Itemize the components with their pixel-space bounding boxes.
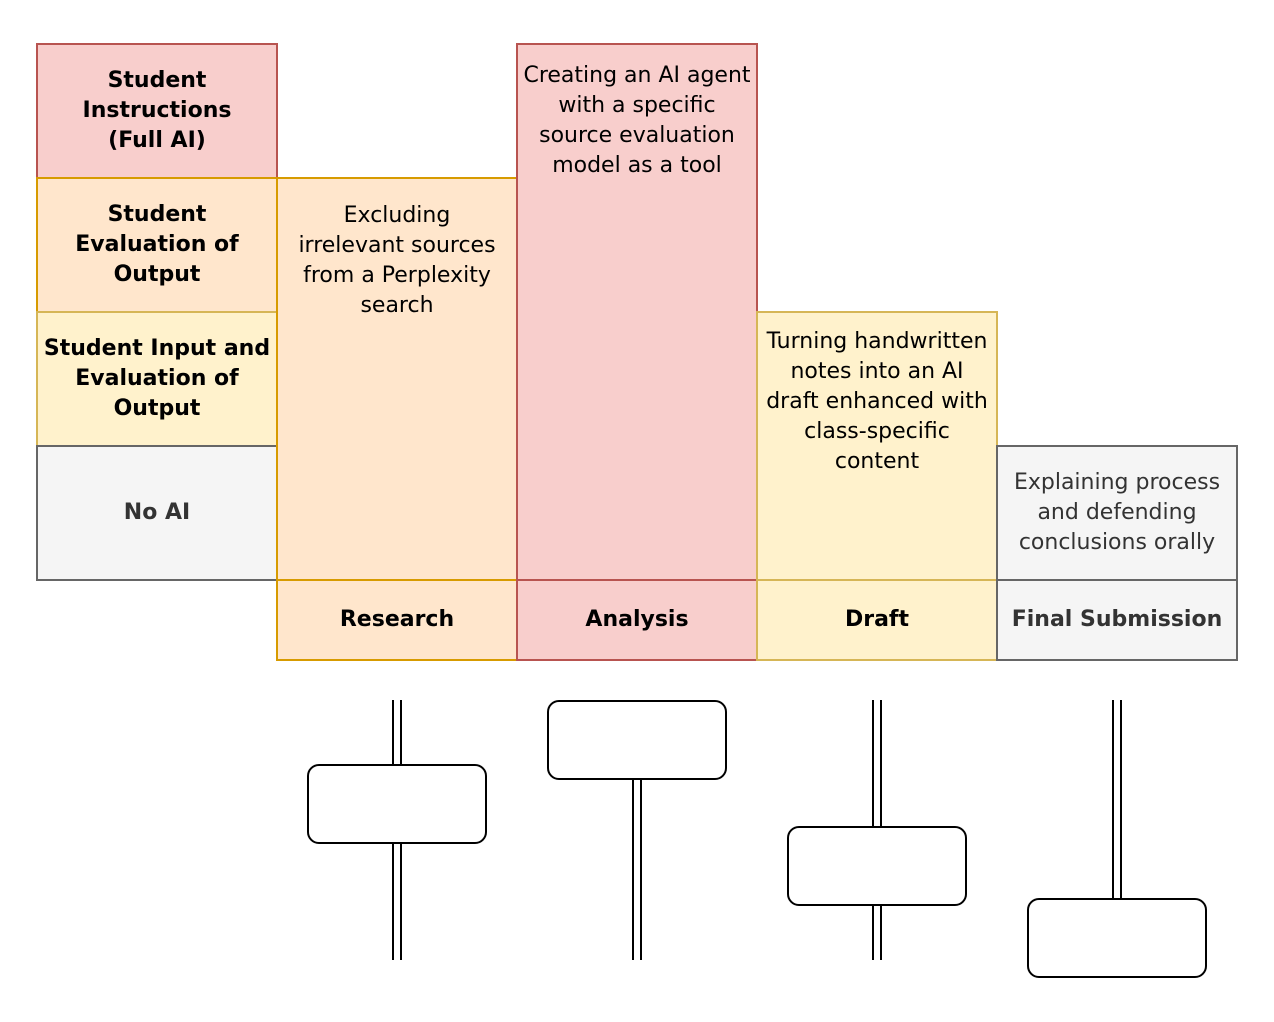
row-header-no-ai: No AI	[36, 445, 278, 581]
stage-research-label: Research	[339, 607, 455, 632]
stage-analysis: Analysis	[516, 579, 758, 661]
stage-final-submission: Final Submission	[996, 579, 1238, 661]
row-header-eval-output-label: Student Evaluation of Output	[75, 202, 239, 287]
stage-analysis-label: Analysis	[585, 607, 689, 632]
stage-research: Research	[276, 579, 518, 661]
final-example-text: Explaining process and defending conclus…	[1013, 470, 1221, 555]
stage-final-submission-label: Final Submission	[1011, 607, 1223, 632]
stage-draft-label: Draft	[844, 607, 910, 632]
draft-example-text: Turning handwritten notes into an AI dra…	[766, 329, 988, 474]
final-slider-track	[1112, 700, 1122, 900]
row-header-input-eval: Student Input and Evaluation of Output	[36, 311, 278, 447]
row-header-eval-output: Student Evaluation of Output	[36, 177, 278, 313]
analysis-slider-handle[interactable]	[547, 700, 727, 780]
row-header-input-eval-label: Student Input and Evaluation of Output	[43, 336, 271, 421]
row-header-full-ai: Student Instructions (Full AI)	[36, 43, 278, 179]
draft-example-cell: Turning handwritten notes into an AI dra…	[756, 311, 998, 581]
research-example-text: Excluding irrelevant sources from a Perp…	[298, 203, 496, 318]
research-example-cell: Excluding irrelevant sources from a Perp…	[276, 177, 518, 581]
final-example-cell: Explaining process and defending conclus…	[996, 445, 1238, 581]
analysis-example-text: Creating an AI agent with a specific sou…	[523, 63, 751, 178]
stage-draft: Draft	[756, 579, 998, 661]
row-header-no-ai-label: No AI	[123, 500, 191, 525]
draft-slider-handle[interactable]	[787, 826, 967, 906]
final-slider-handle[interactable]	[1027, 898, 1207, 978]
research-slider-handle[interactable]	[307, 764, 487, 844]
analysis-slider-track	[632, 778, 642, 960]
analysis-example-cell: Creating an AI agent with a specific sou…	[516, 43, 758, 581]
row-header-full-ai-label: Student Instructions (Full AI)	[82, 68, 232, 153]
